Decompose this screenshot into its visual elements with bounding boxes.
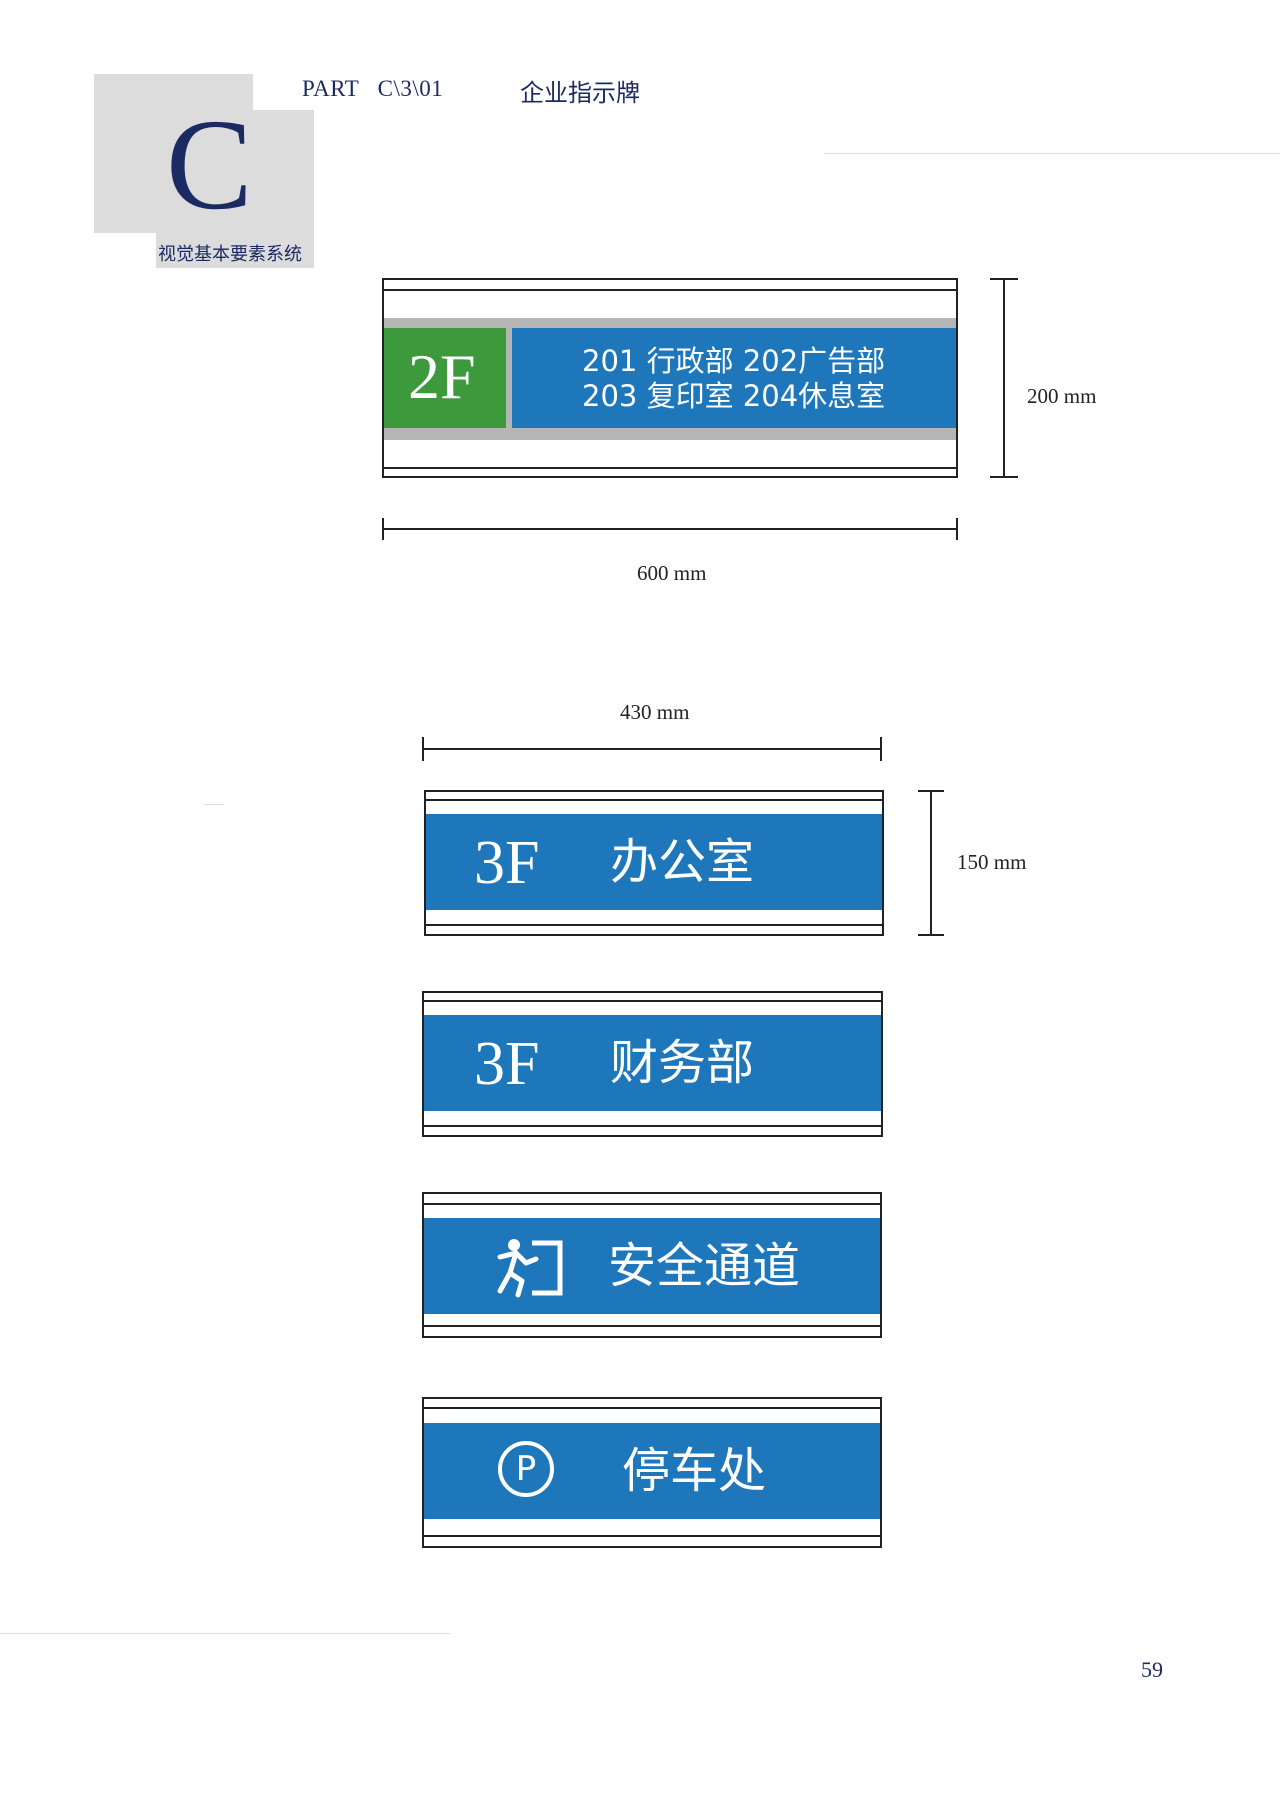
office-name: 办公室 xyxy=(610,834,755,890)
bottom-rail xyxy=(424,1535,880,1537)
section-letter: C xyxy=(166,93,253,237)
finance-sign-band: 3F 财务部 xyxy=(424,1015,881,1111)
top-rail xyxy=(426,799,882,801)
office-sign-band: 3F 办公室 xyxy=(426,814,882,910)
finance-sign-frame: 3F 财务部 xyxy=(422,991,883,1137)
floor-number: 2F xyxy=(408,341,476,412)
small-height-cap-top xyxy=(918,790,944,792)
exit-sign-frame: 安全通道 xyxy=(422,1192,882,1338)
bottom-rail xyxy=(424,1125,881,1127)
exit-name: 安全通道 xyxy=(608,1238,801,1294)
parking-sign-band: P 停车处 xyxy=(424,1423,880,1519)
room-list-panel: 201 行政部 202广告部 203 复印室 204休息室 xyxy=(512,328,956,428)
exit-sign-band: 安全通道 xyxy=(424,1218,880,1314)
width-dimension-label: 600 mm xyxy=(637,561,707,585)
room-list-line-2: 203 复印室 204休息室 xyxy=(582,379,886,413)
height-dimension-cap-top xyxy=(990,278,1018,280)
width-dimension-cap-left xyxy=(382,518,384,540)
office-floor: 3F xyxy=(474,829,540,897)
parking-sign-frame: P 停车处 xyxy=(422,1397,882,1548)
small-height-dimension-label: 150 mm xyxy=(957,850,1027,874)
page-number: 59 xyxy=(1141,1657,1163,1682)
small-height-dimension-line xyxy=(930,790,932,936)
height-dimension-label: 200 mm xyxy=(1027,384,1097,408)
top-rail xyxy=(424,1407,880,1409)
emergency-exit-icon xyxy=(497,1239,563,1298)
top-rail xyxy=(384,289,956,291)
small-width-cap-right xyxy=(880,737,882,761)
finance-name: 财务部 xyxy=(610,1035,755,1091)
footer-divider xyxy=(0,1633,450,1634)
floor-panel: 2F xyxy=(384,328,506,428)
page-title: 企业指示牌 xyxy=(520,79,640,107)
side-tick xyxy=(204,804,224,805)
bottom-rail xyxy=(424,1325,880,1327)
top-rail xyxy=(424,1000,881,1002)
small-width-dimension-line xyxy=(422,748,882,750)
finance-floor: 3F xyxy=(474,1030,540,1098)
large-sign-frame: 2F 201 行政部 202广告部 203 复印室 204休息室 xyxy=(382,278,958,478)
top-rail xyxy=(424,1203,880,1205)
room-list-line-1: 201 行政部 202广告部 xyxy=(582,344,886,378)
header-divider xyxy=(824,153,1280,154)
parking-name: 停车处 xyxy=(622,1443,767,1499)
small-height-cap-bottom xyxy=(918,934,944,936)
office-sign-frame: 3F 办公室 xyxy=(424,790,884,936)
small-width-dimension-label: 430 mm xyxy=(620,700,690,724)
section-subtitle: 视觉基本要素系统 xyxy=(156,240,304,266)
width-dimension-line xyxy=(382,528,958,530)
height-dimension-line xyxy=(1003,278,1005,478)
bottom-rail xyxy=(384,467,956,469)
parking-icon-letter: P xyxy=(515,1449,537,1489)
height-dimension-cap-bottom xyxy=(990,476,1018,478)
part-code: PART C\3\01 xyxy=(302,76,444,101)
bottom-rail xyxy=(426,924,882,926)
parking-icon: P xyxy=(498,1441,554,1497)
small-width-cap-left xyxy=(422,737,424,761)
width-dimension-cap-right xyxy=(956,518,958,540)
